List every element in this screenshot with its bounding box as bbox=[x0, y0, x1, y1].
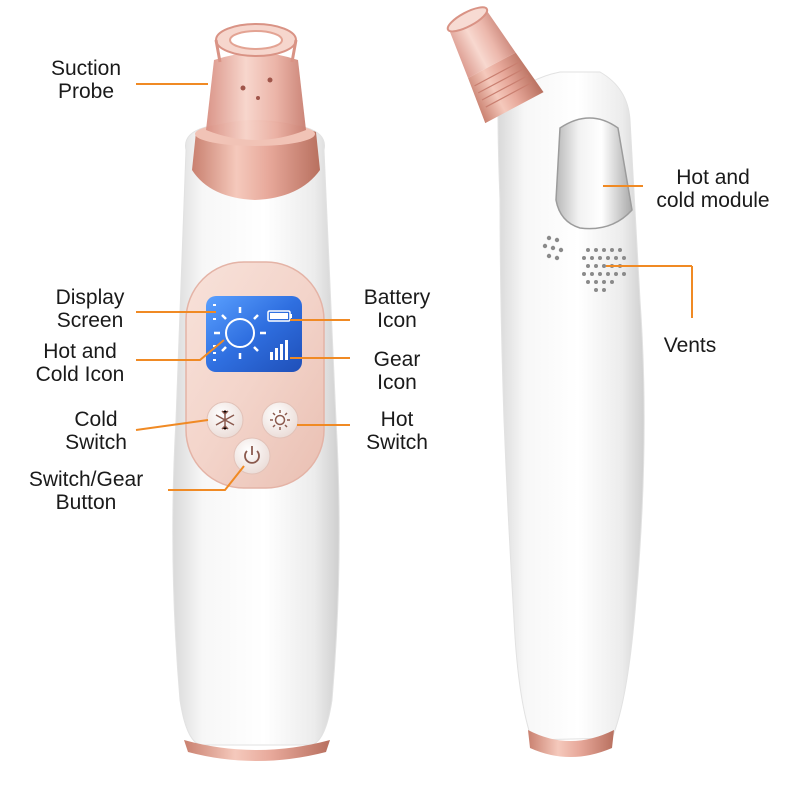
vents-line1: Vents bbox=[663, 334, 717, 357]
gear-level-screen-icon bbox=[270, 340, 288, 360]
hot-cold-icon-label: Hot and Cold Icon bbox=[22, 340, 138, 386]
side-device bbox=[446, 6, 645, 757]
power-gear-button[interactable] bbox=[233, 437, 271, 475]
hot-switch-button[interactable] bbox=[261, 401, 299, 439]
power-icon bbox=[244, 446, 260, 464]
suction-probe-label: Suction Probe bbox=[38, 57, 134, 103]
hot-switch-label: Hot Switch bbox=[352, 408, 442, 454]
display-screen-line2: Screen bbox=[56, 309, 124, 332]
cold-switch-label: Cold Switch bbox=[54, 408, 138, 454]
gear-icon-line1: Gear bbox=[373, 348, 421, 371]
hot-switch-line1: Hot bbox=[380, 408, 414, 431]
display-screen-label: Display Screen bbox=[40, 286, 140, 332]
front-device bbox=[172, 23, 340, 761]
switch-gear-button-label: Switch/Gear Button bbox=[16, 468, 156, 514]
battery-icon-label: Battery Icon bbox=[352, 286, 442, 332]
hot-switch-line2: Switch bbox=[366, 431, 428, 454]
hot-cold-module bbox=[555, 117, 633, 230]
cold-switch-line1: Cold bbox=[74, 408, 118, 431]
leader-lines bbox=[135, 83, 693, 491]
cold-switch-line2: Switch bbox=[65, 431, 127, 454]
suction-probe-line1: Suction bbox=[50, 57, 122, 80]
battery-icon-line1: Battery bbox=[363, 286, 431, 309]
gear-icon-label: Gear Icon bbox=[352, 348, 442, 394]
switch-gear-line2: Button bbox=[55, 491, 117, 514]
battery-icon-line2: Icon bbox=[377, 309, 417, 332]
gear-icon-line2: Icon bbox=[377, 371, 417, 394]
display-screen-line1: Display bbox=[55, 286, 125, 309]
hot-cold-module-label: Hot and cold module bbox=[646, 166, 780, 212]
cold-switch-button[interactable] bbox=[206, 401, 244, 439]
suction-probe-line2: Probe bbox=[57, 80, 115, 103]
snowflake-icon bbox=[215, 410, 235, 430]
hot-cold-icon-line1: Hot and bbox=[43, 340, 117, 363]
hot-cold-icon-line2: Cold Icon bbox=[35, 363, 125, 386]
switch-gear-line1: Switch/Gear bbox=[28, 468, 144, 491]
hot-cold-screen-icon bbox=[213, 304, 266, 361]
vents-label: Vents bbox=[650, 334, 730, 357]
hot-cold-module-line1: Hot and bbox=[676, 166, 750, 189]
battery-screen-icon bbox=[267, 310, 292, 322]
hot-cold-module-line2: cold module bbox=[656, 189, 770, 212]
sun-icon bbox=[270, 410, 290, 430]
